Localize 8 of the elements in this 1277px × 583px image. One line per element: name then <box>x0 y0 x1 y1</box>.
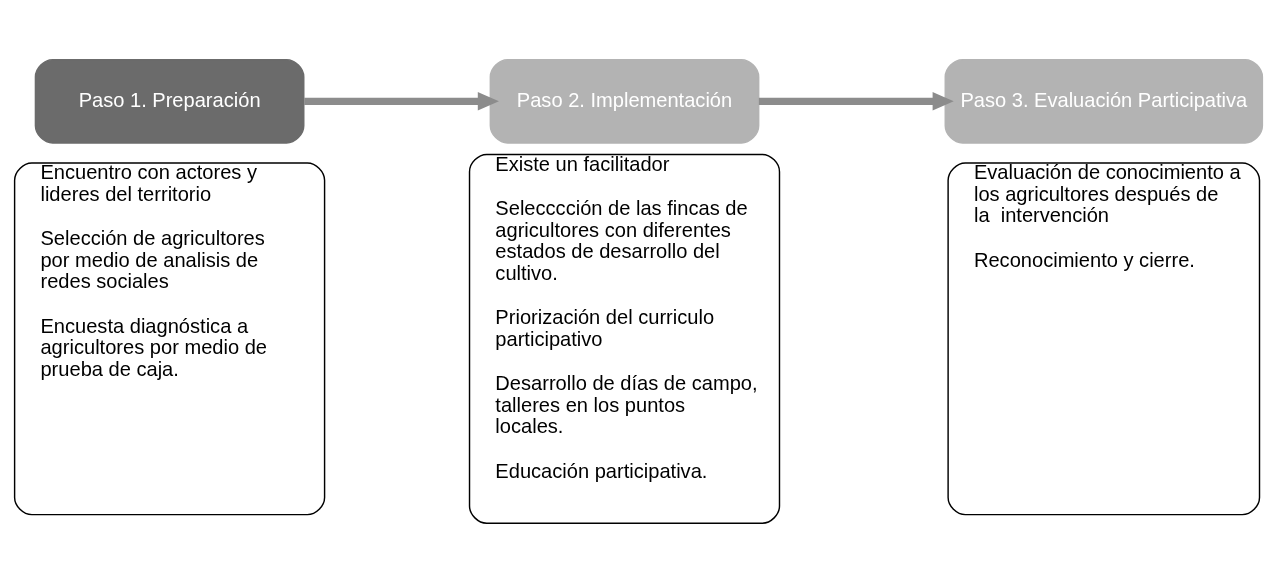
node-box: Paso 3. Evaluación Participativa <box>944 59 1264 144</box>
arrow <box>758 92 954 111</box>
node-box: Existe un facilitador Selecccción de las fincas de agricultores con diferentes estados de desarrollo del cultivo. Priorización del curriculo participativo Desarrollo de días de campo, talleres en los puntos locales. Educación participativa. <box>468 153 781 524</box>
arrow <box>304 92 499 111</box>
node-box: Paso 1. Preparación <box>34 59 305 144</box>
node-box: Paso 2. Implementación <box>489 59 760 144</box>
node-box: Evaluación de conocimiento a los agricultores después de la intervención Reconocimiento y cierre. <box>947 162 1261 516</box>
node-box: Encuentro con actores y lideres del territorio Selección de agricultores por medio de analisis de redes sociales Encuesta diagnóstica a agricultores por medio de prueba de caja. <box>13 162 326 516</box>
